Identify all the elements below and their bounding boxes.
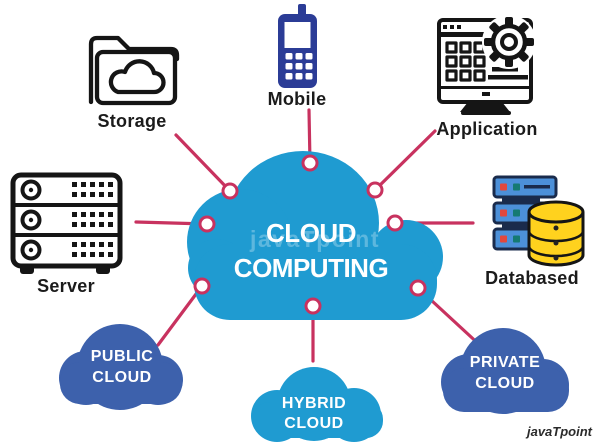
- node-application: [366, 181, 384, 199]
- database-icon: [492, 175, 585, 267]
- gear-icon: [482, 15, 536, 69]
- connection-nodes: [193, 154, 427, 315]
- node-storage: [221, 182, 239, 200]
- application-icon: [437, 15, 536, 115]
- hybrid-cloud-shape: [251, 367, 383, 442]
- line-application: [373, 129, 437, 192]
- node-private: [409, 279, 427, 297]
- node-server: [198, 215, 216, 233]
- line-storage: [174, 133, 232, 193]
- public-cloud-label: PUBLIC CLOUD: [90, 348, 154, 386]
- line-public-cloud: [156, 284, 204, 347]
- storage-icon: [88, 35, 180, 106]
- node-public: [193, 277, 211, 295]
- hybrid-cloud-label: HYBRID CLOUD: [281, 395, 347, 432]
- mobile-label: Mobile: [267, 89, 327, 109]
- node-mobile: [301, 154, 319, 172]
- application-label: Application: [436, 119, 538, 139]
- server-label: Server: [37, 276, 95, 296]
- watermark-center: javaTpoint: [249, 226, 380, 252]
- center-cloud-title: CLOUD COMPUTING: [205, 216, 417, 286]
- mobile-icon: [278, 4, 317, 88]
- private-cloud-shape: [441, 328, 569, 414]
- databased-label: Databased: [485, 268, 579, 288]
- center-cloud-title-line2: COMPUTING: [233, 253, 389, 283]
- center-cloud-title-line1: CLOUD: [266, 218, 356, 248]
- watermark-corner: javaTpoint: [526, 424, 592, 439]
- storage-label: Storage: [97, 111, 167, 131]
- node-databased: [386, 214, 404, 232]
- public-cloud-shape: [59, 324, 183, 410]
- node-hybrid: [304, 297, 322, 315]
- server-icon: [10, 172, 123, 274]
- private-cloud-label: PRIVATE CLOUD: [469, 354, 541, 392]
